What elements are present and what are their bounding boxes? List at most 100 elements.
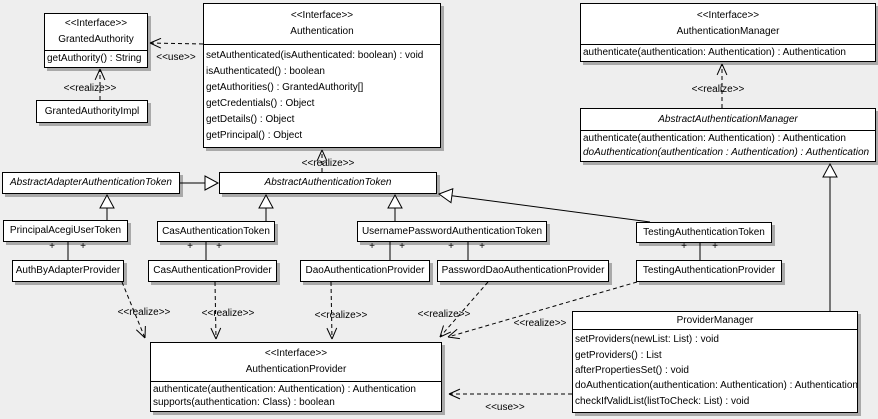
class-name: AbstractAuthenticationToken [264, 177, 392, 188]
class-abstract-authentication-manager: AbstractAuthenticationManager authenticat… [580, 108, 876, 162]
association-end-plus: + [369, 241, 375, 252]
method: getAuthorities() : GrantedAuthority[] [206, 82, 364, 93]
class-name: PasswordDaoAuthenticationProvider [441, 265, 605, 276]
method: authenticate(authentication: Authenticat… [153, 384, 416, 395]
edge-stereotype-label: <<realize>> [514, 318, 567, 329]
edge-generalize-username-password-authentication-token-to-abstract-authentication-token [387, 193, 403, 221]
class-methods-compartment: getAuthority() : String [45, 51, 147, 67]
class-title-compartment: <<Interface>>GrantedAuthority [45, 14, 147, 51]
edge-realize-dao-authentication-provider-to-authentication-provider: <<realize>> [315, 281, 368, 340]
class-name: AuthByAdapterProvider [15, 265, 121, 276]
class-title-compartment: TestingAuthenticationToken [637, 223, 771, 242]
class-authentication-provider: <<Interface>>AuthenticationProvider authe… [150, 342, 442, 412]
class-name: PrincipalAcegiUserToken [9, 225, 122, 236]
method: setProviders(newList: List) : void [575, 334, 719, 346]
class-methods-compartment: setAuthenticated(isAuthenticated: boolea… [204, 45, 440, 147]
method: getPrincipal() : Object [206, 130, 303, 141]
class-password-dao-authentication-provider: PasswordDaoAuthenticationProvider [437, 260, 609, 282]
association-end-plus: + [216, 241, 222, 252]
class-name: AbstractAdapterAuthenticationToken [10, 177, 172, 188]
edge-stereotype-label: <<realize>> [418, 309, 471, 320]
class-granted-authority-impl: GrantedAuthorityImpl [36, 100, 148, 123]
method: getDetails() : Object [206, 114, 295, 125]
class-authentication: <<Interface>> Authentication setAuthentica… [203, 3, 441, 148]
class-name: GrantedAuthority [58, 33, 134, 45]
class-title-compartment: DaoAuthenticationProvider [301, 261, 429, 281]
class-methods-compartment: setProviders(newList: List) : void getPro… [573, 330, 858, 412]
edge-stereotype-label: <<realize>> [64, 83, 117, 94]
edge-realize-abstract-authentication-token-to-authentication: <<realize>> [302, 149, 355, 172]
edge-use-provider-manager-to-authentication-provider: <<use>> [448, 388, 572, 413]
class-title-compartment: TestingAuthenticationProvider [637, 261, 781, 281]
edge-realize-granted-authority-impl-to-granted-authority: <<realize>> [64, 68, 117, 100]
method: getAuthority() : String [47, 53, 142, 64]
association-end-plus: + [448, 241, 454, 252]
class-principal-acegi-user-token: PrincipalAcegiUserToken [3, 220, 128, 242]
class-title-compartment: AbstractAuthenticationToken [220, 173, 436, 193]
class-cas-authentication-token: CasAuthenticationToken [157, 221, 275, 242]
edge-generalize-provider-manager-to-abstract-authentication-manager [822, 162, 838, 311]
method: getProviders() : List [575, 349, 662, 361]
method: checkIfValidList(listToCheck: List) : vo… [575, 395, 750, 407]
edge-stereotype-label: <<realize>> [692, 84, 745, 95]
class-granted-authority: <<Interface>>GrantedAuthority getAuthorit… [44, 13, 148, 68]
class-title-compartment: CasAuthenticationToken [158, 222, 274, 241]
class-name: ProviderManager [676, 314, 754, 326]
association-end-plus: + [479, 241, 485, 252]
class-name: CasAuthenticationProvider [153, 265, 272, 276]
class-dao-authentication-provider: DaoAuthenticationProvider [300, 260, 430, 282]
association-end-plus: + [187, 241, 193, 252]
class-title-compartment: <<Interface>>AuthenticationProvider [151, 343, 441, 382]
class-title-compartment: <<Interface>> Authentication [204, 4, 440, 45]
class-authentication-manager: <<Interface>> AuthenticationManager authen… [580, 3, 876, 62]
edge-realize-password-dao-authentication-provider-to-authentication-provider: <<realize>> [418, 281, 489, 338]
edge-realize-abstract-authentication-manager-to-authentication-manager: <<realize>> [692, 63, 745, 108]
association-end-plus: + [49, 241, 55, 252]
class-stereotype: <<Interface>> [696, 9, 760, 21]
method: setAuthenticated(isAuthenticated: boolea… [206, 50, 424, 61]
class-title-compartment: ProviderManager [573, 312, 857, 330]
method: authenticate(authentication: Authenticat… [583, 133, 846, 145]
class-name: DaoAuthenticationProvider [305, 265, 425, 276]
class-name: UsernamePasswordAuthenticationToken [361, 225, 543, 237]
class-name: AuthenticationManager [676, 26, 780, 38]
method: getCredentials() : Object [206, 98, 315, 109]
edge-use-authentication-to-granted-authority: <<use>> [149, 37, 204, 63]
edge-stereotype-label: <<realize>> [202, 308, 255, 319]
edge-generalize-principal-acegi-user-token-to-abstract-adapter-authentication-token [99, 193, 115, 220]
class-methods-compartment: authenticate(authentication: Authenticat… [151, 382, 441, 411]
class-title-compartment: AbstractAdapterAuthenticationToken [3, 173, 179, 193]
edge-stereotype-label: <<use>> [156, 52, 196, 63]
class-title-compartment: AbstractAuthenticationManager [581, 109, 875, 131]
edge-stereotype-label: <<realize>> [302, 158, 355, 169]
class-auth-by-adapter-provider: AuthByAdapterProvider [12, 260, 124, 282]
class-provider-manager: ProviderManager setProviders(newList: Lis… [572, 311, 858, 413]
class-cas-authentication-provider: CasAuthenticationProvider [148, 260, 277, 282]
class-stereotype: <<Interface>> [290, 9, 354, 21]
method: authenticate(authentication: Authenticat… [583, 47, 846, 58]
class-title-compartment: <<Interface>> AuthenticationManager [581, 4, 875, 45]
class-name: GrantedAuthorityImpl [44, 105, 140, 117]
class-name: TestingAuthenticationToken [643, 226, 765, 238]
class-testing-authentication-provider: TestingAuthenticationProvider [636, 260, 782, 282]
association-end-plus: + [80, 241, 86, 252]
class-title-compartment: UsernamePasswordAuthenticationToken [358, 222, 546, 241]
edge-stereotype-label: <<use>> [485, 402, 525, 413]
class-name: CasAuthenticationToken [162, 225, 270, 237]
method: afterPropertiesSet() : void [575, 364, 689, 376]
class-stereotype: <<Interface>> [264, 348, 328, 359]
class-abstract-adapter-authentication-token: AbstractAdapterAuthenticationToken [2, 172, 180, 194]
method: doAuthentication(authentication: Authent… [575, 380, 858, 392]
class-abstract-authentication-token: AbstractAuthenticationToken [219, 172, 437, 194]
class-methods-compartment: authenticate(authentication: Authenticat… [581, 131, 875, 161]
class-name: TestingAuthenticationProvider [642, 265, 776, 276]
class-title-compartment: AuthByAdapterProvider [13, 261, 123, 281]
class-methods-compartment: authenticate(authentication: Authenticat… [581, 45, 875, 61]
edge-generalize-cas-authentication-token-to-abstract-authentication-token [258, 193, 274, 221]
edge-realize-auth-by-adapter-provider-to-authentication-provider: <<realize>> [118, 281, 171, 339]
method: isAuthenticated() : boolean [206, 66, 325, 77]
class-name: Authentication [290, 26, 354, 38]
edge-realize-cas-authentication-provider-to-authentication-provider: <<realize>> [202, 281, 255, 340]
class-name: AbstractAuthenticationManager [658, 113, 798, 125]
